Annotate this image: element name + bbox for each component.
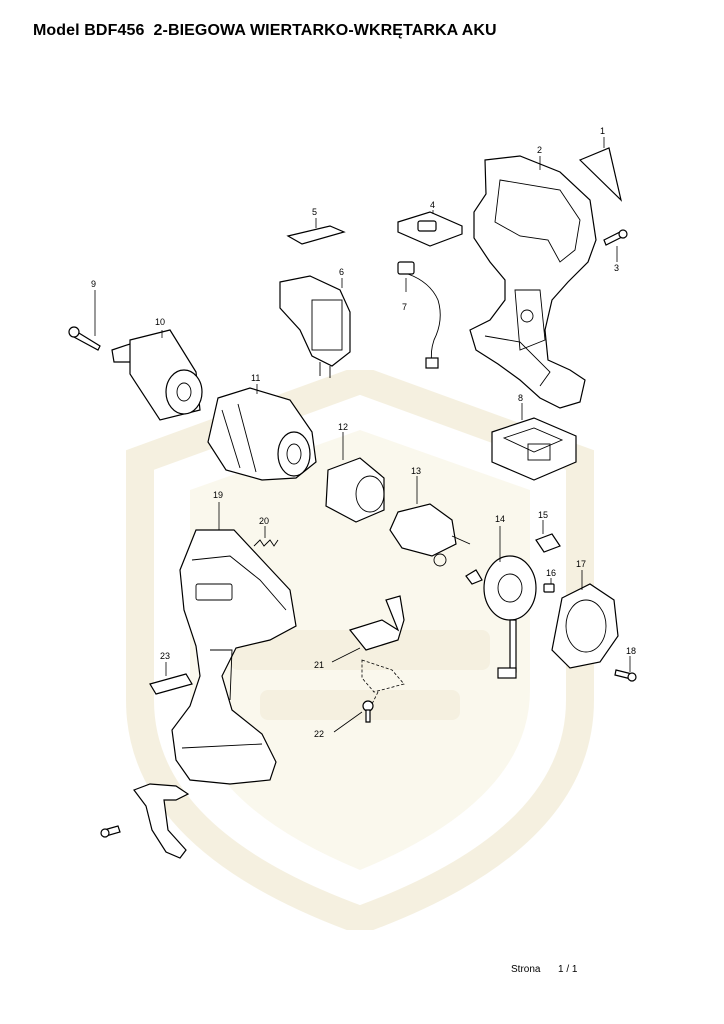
part-21-plate: 21 <box>314 595 405 670</box>
belt-hook <box>100 783 190 859</box>
part-2-housing-right: 2 <box>469 145 597 409</box>
part-1-label-plate: 1 <box>578 126 623 202</box>
part-number: 14 <box>495 514 505 524</box>
page-title: Model BDF456 2-BIEGOWA WIERTARKO-WKRĘTAR… <box>33 22 497 39</box>
part-number: 6 <box>339 267 344 277</box>
part-20-spring: 20 <box>253 516 279 547</box>
part-number: 18 <box>626 646 636 656</box>
part-23-nameplate: 23 <box>149 651 193 695</box>
part-number: 2 <box>537 145 542 155</box>
part-18-screw: 18 <box>614 646 637 682</box>
page-footer-value: 1 / 1 <box>558 964 578 975</box>
part-number: 3 <box>614 263 619 273</box>
assembly-dashed-outline <box>361 659 405 705</box>
part-number: 17 <box>576 559 586 569</box>
part-number: 15 <box>538 510 548 520</box>
part-16-carbon-brush: 16 <box>543 568 556 593</box>
part-number: 23 <box>160 651 170 661</box>
part-15-brush-spring: 15 <box>535 510 561 553</box>
part-8-terminal: 8 <box>491 393 577 481</box>
part-number: 19 <box>213 490 223 500</box>
part-number: 5 <box>312 207 317 217</box>
page-footer-label: Strona <box>511 964 541 975</box>
part-number: 1 <box>600 126 605 136</box>
part-19-housing-left: 19 <box>171 490 297 785</box>
part-17-rear-cover: 17 <box>551 559 619 669</box>
part-12-yoke: 12 <box>325 422 385 523</box>
part-number: 20 <box>259 516 269 526</box>
part-22-screw: 22 <box>314 700 374 739</box>
part-11-gear-assembly: 11 <box>207 373 317 481</box>
part-number: 21 <box>314 660 324 670</box>
part-3-screw: 3 <box>603 229 628 273</box>
part-4-switch-lever: 4 <box>397 200 463 247</box>
part-13-armature: 13 <box>389 466 471 567</box>
part-10-keyless-chuck: 10 <box>111 317 203 421</box>
part-number: 16 <box>546 568 556 578</box>
part-number: 22 <box>314 729 324 739</box>
part-number: 11 <box>251 373 260 383</box>
part-6-switch: 6 <box>279 267 351 378</box>
part-9-screw: 9 <box>68 279 101 351</box>
part-number: 10 <box>155 317 165 327</box>
part-14-brush-holder: 14 <box>465 514 537 679</box>
part-number: 4 <box>430 200 435 210</box>
part-number: 12 <box>338 422 348 432</box>
part-7-led-wire: 7 <box>397 261 441 369</box>
part-number: 8 <box>518 393 523 403</box>
part-number: 13 <box>411 466 421 476</box>
part-number: 7 <box>402 302 407 312</box>
part-number: 9 <box>91 279 96 289</box>
part-5-button: 5 <box>286 207 346 245</box>
